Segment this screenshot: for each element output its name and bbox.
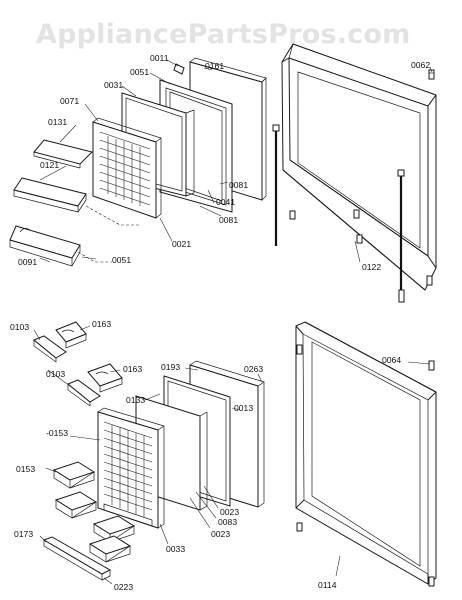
- screw-frame-1: [289, 210, 296, 220]
- label-0021: 0021: [172, 239, 191, 249]
- bracket-0163-lower: [87, 363, 123, 393]
- label-0083: 0083: [218, 517, 237, 527]
- label-0081-b: 0081: [219, 215, 238, 225]
- label-0033: 0033: [166, 544, 185, 554]
- top-inner-liner: [92, 117, 162, 219]
- label-0133: 0133: [126, 395, 145, 405]
- watermark-text: AppliancePartsPros.com: [36, 19, 410, 50]
- label-0121: 0121: [40, 160, 59, 170]
- label-0122: 0122: [362, 262, 381, 272]
- screw-bottom-top: [296, 344, 303, 355]
- top-shelf-0121: [13, 177, 87, 213]
- label-0031: 0031: [104, 80, 123, 90]
- label-0064: 0064: [382, 355, 401, 365]
- label-0163-upper: 0163: [92, 319, 111, 329]
- screw-frame-4: [426, 275, 433, 286]
- screw-bottom-left: [296, 522, 303, 532]
- bin-right-lower: [88, 535, 132, 563]
- label-0193: 0193: [161, 362, 180, 372]
- label-0081-a: 0081: [229, 180, 248, 190]
- bottom-leaders: [33, 325, 431, 585]
- bottom-door-panels: [135, 360, 265, 511]
- label-0023-b: 0023: [211, 529, 230, 539]
- label-0173: 0173: [14, 529, 33, 539]
- bracket-0103-upper: [33, 335, 67, 363]
- top-door-frame: [272, 43, 437, 303]
- label-0071: 0071: [60, 96, 79, 106]
- bracket-0163-upper: [55, 321, 87, 349]
- label-0103-upper: 0103: [10, 322, 29, 332]
- label-0223: 0223: [114, 582, 133, 592]
- label-0041: 0041: [216, 197, 235, 207]
- label-0062: 0062: [411, 60, 430, 70]
- label-0153-bin: 0153: [16, 464, 35, 474]
- label-0114: 0114: [318, 580, 337, 590]
- bottom-liner-grid: [103, 421, 153, 517]
- label-0131: 0131: [48, 117, 67, 127]
- label-0013: 0013: [234, 403, 253, 413]
- screw-bottom-right-bottom: [428, 576, 435, 587]
- bin-0153-lower: [54, 491, 98, 519]
- top-tray-0091: [9, 225, 81, 267]
- label-0023-a: 0023: [220, 507, 239, 517]
- label-0163-lower: 0163: [123, 364, 142, 374]
- label-0011: 0011: [150, 53, 169, 63]
- liner-grid: [99, 131, 151, 206]
- screw-bottom-right-top: [428, 360, 435, 371]
- label-0153-liner: -0153: [46, 428, 68, 438]
- label-0051-bottom: 0051: [112, 255, 131, 265]
- tray-0173: [42, 536, 112, 581]
- bottom-assembly: 0103 0163 0103 0163 0193 0263 0133 0013 …: [10, 319, 437, 592]
- screw-frame-2: [353, 209, 360, 219]
- bin-0153-upper: [52, 461, 96, 489]
- label-0051-top: 0051: [130, 67, 149, 77]
- label-0161: 0161: [205, 61, 224, 71]
- screw-frame-3: [356, 234, 363, 244]
- bottom-inner-liner: [97, 407, 165, 529]
- bracket-0103-lower: [67, 379, 101, 407]
- top-assembly: 0011 0161 0062 0051 0031 0071 0131 0121 …: [9, 43, 437, 303]
- label-0263: 0263: [244, 364, 263, 374]
- top-leaders: [39, 59, 433, 263]
- label-0091: 0091: [18, 257, 37, 267]
- bottom-door-frame: [295, 321, 437, 587]
- clip-0011: [173, 63, 185, 75]
- top-shelf-0131: [33, 139, 93, 169]
- label-0103-lower: 0103: [46, 369, 65, 379]
